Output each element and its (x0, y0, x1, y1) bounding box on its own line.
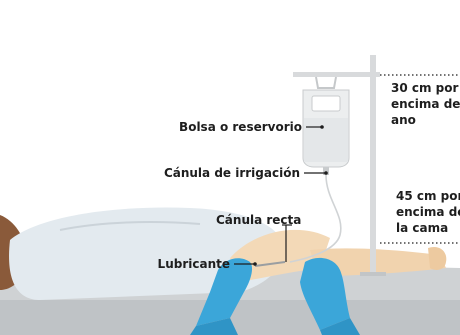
patient-gown (9, 207, 285, 300)
patient-leg (310, 248, 446, 276)
leader-lubricant-dot (253, 262, 257, 266)
label-height-45-line1: 45 cm por (396, 189, 460, 203)
label-height-45-line3: la cama (396, 221, 449, 235)
leader-bag-dot (320, 125, 324, 129)
gown-fold (59, 221, 201, 231)
iv-pole-base (360, 272, 386, 276)
bag-window (311, 95, 341, 112)
iv-pole-icon (370, 55, 376, 275)
irrigation-tube (289, 174, 342, 263)
glove-left-icon (196, 258, 253, 326)
label-lubricant: Lubricante (157, 257, 230, 271)
bag-fluid (304, 118, 348, 162)
glove-right-icon (300, 257, 350, 330)
rectal-cannula (254, 261, 286, 267)
leader-irrigation-dot (324, 171, 328, 175)
label-bag: Bolsa o reservorio (179, 120, 302, 134)
iv-pole-arm (293, 72, 380, 77)
label-height-30-line3: ano (391, 113, 416, 127)
bag-hanger (315, 76, 337, 89)
label-height-45: 45 cm por encima de la cama (396, 188, 460, 236)
label-height-45-line2: encima de (396, 205, 460, 219)
label-rectal-cannula: Cánula recta (216, 213, 302, 227)
patient-foot (428, 246, 447, 270)
bag-outlet (323, 167, 329, 175)
glove-right-cuff (320, 318, 360, 335)
label-irrigation-cannula: Cánula de irrigación (163, 166, 300, 180)
label-height-30-line1: 30 cm por (391, 81, 459, 95)
glove-left-cuff (190, 318, 238, 335)
label-height-30: 30 cm por encima del ano (391, 80, 460, 128)
label-height-30-line2: encima del (391, 97, 460, 111)
